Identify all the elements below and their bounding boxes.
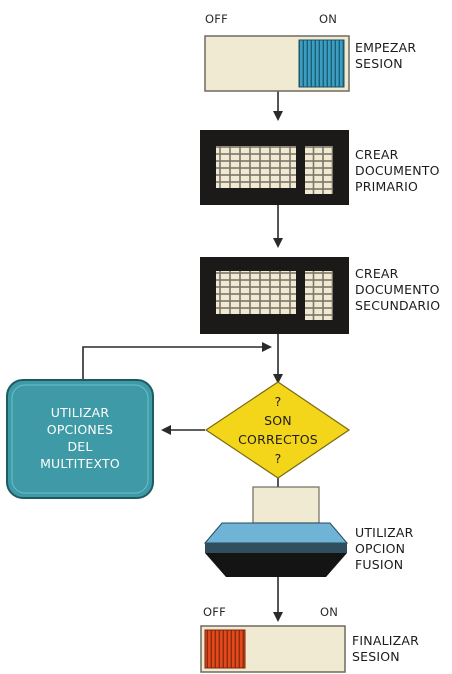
start-label-line: EMPEZAR — [355, 40, 417, 55]
primary-label-line: PRIMARIO — [355, 179, 419, 194]
end-on-label: ON — [320, 605, 339, 619]
switch-on-icon — [204, 35, 350, 92]
switch-off-icon — [200, 625, 346, 673]
printer-icon — [203, 486, 349, 577]
options-label-line: OPCIONES — [46, 422, 114, 437]
start-label-line: SESION — [355, 56, 403, 71]
decision-label-line: ? — [274, 394, 282, 409]
primary-label: CREAR DOCUMENTO PRIMARIO — [355, 147, 440, 195]
loop-options-to-decision — [82, 342, 272, 382]
options-label: UTILIZAR OPCIONES DEL MULTITEXTO — [7, 404, 153, 472]
fusion-label-line: OPCION — [355, 541, 406, 556]
options-label-line: UTILIZAR — [50, 405, 110, 420]
primary-label-line: DOCUMENTO — [355, 163, 440, 178]
options-label-line: DEL — [67, 439, 93, 454]
diamond-icon — [204, 381, 351, 479]
keyboard-icon — [200, 257, 349, 334]
fusion-label-line: UTILIZAR — [355, 525, 414, 540]
secondary-label-line: SECUNDARIO — [355, 298, 441, 313]
end-label-line: SESION — [352, 649, 400, 664]
start-off-label: OFF — [205, 12, 228, 26]
decision-label-line: ? — [274, 451, 282, 466]
secondary-label: CREAR DOCUMENTO SECUNDARIO — [355, 266, 440, 314]
decision-label: ? SON CORRECTOS ? — [226, 392, 330, 468]
start-label: EMPEZAR SESION — [355, 40, 416, 72]
fusion-label-line: FUSION — [355, 557, 404, 572]
primary-label-line: CREAR — [355, 147, 399, 162]
monitor-icon — [6, 379, 154, 499]
options-label-line: MULTITEXTO — [40, 456, 120, 471]
end-label-line: FINALIZAR — [352, 633, 420, 648]
secondary-label-line: CREAR — [355, 266, 399, 281]
end-label: FINALIZAR SESION — [352, 633, 419, 665]
secondary-label-line: DOCUMENTO — [355, 282, 440, 297]
start-on-label: ON — [319, 12, 338, 26]
end-off-label: OFF — [203, 605, 226, 619]
fusion-label: UTILIZAR OPCION FUSION — [355, 525, 414, 573]
decision-label-line: SON — [264, 413, 292, 428]
keyboard-icon — [200, 130, 349, 205]
decision-label-line: CORRECTOS — [238, 432, 318, 447]
